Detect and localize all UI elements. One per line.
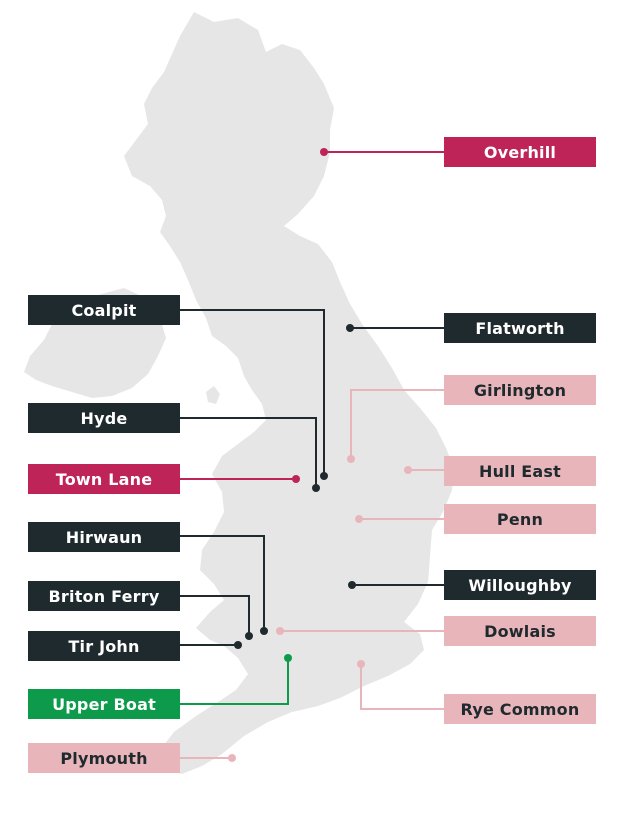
label-tir-john[interactable]: Tir John: [28, 631, 180, 661]
label-hull-east[interactable]: Hull East: [444, 456, 596, 486]
label-penn[interactable]: Penn: [444, 504, 596, 534]
leader-girlington: [350, 389, 444, 459]
marker-girlington[interactable]: [347, 455, 355, 463]
marker-penn[interactable]: [355, 515, 363, 523]
marker-rye-common[interactable]: [357, 660, 365, 668]
label-girlington[interactable]: Girlington: [444, 375, 596, 405]
label-rye-common[interactable]: Rye Common: [444, 694, 596, 724]
leader-upper-boat: [180, 658, 289, 705]
marker-willoughby[interactable]: [348, 581, 356, 589]
great-britain-landmass: [124, 12, 454, 774]
leader-rye-common: [360, 664, 444, 710]
marker-overhill[interactable]: [320, 148, 328, 156]
marker-coalpit[interactable]: [320, 472, 328, 480]
marker-upper-boat[interactable]: [284, 654, 292, 662]
leader-hyde: [180, 417, 317, 488]
label-town-lane[interactable]: Town Lane: [28, 464, 180, 494]
isle-of-man: [206, 386, 220, 404]
label-briton-ferry[interactable]: Briton Ferry: [28, 581, 180, 611]
label-upper-boat[interactable]: Upper Boat: [28, 689, 180, 719]
leader-lines: [180, 151, 444, 759]
marker-hirwaun[interactable]: [260, 627, 268, 635]
label-dowlais[interactable]: Dowlais: [444, 616, 596, 646]
label-willoughby[interactable]: Willoughby: [444, 570, 596, 600]
marker-flatworth[interactable]: [346, 324, 354, 332]
marker-hull-east[interactable]: [404, 466, 412, 474]
label-coalpit[interactable]: Coalpit: [28, 295, 180, 325]
marker-dowlais[interactable]: [276, 627, 284, 635]
label-overhill[interactable]: Overhill: [444, 137, 596, 167]
marker-tir-john[interactable]: [234, 641, 242, 649]
marker-briton-ferry[interactable]: [245, 632, 253, 640]
label-flatworth[interactable]: Flatworth: [444, 313, 596, 343]
label-hirwaun[interactable]: Hirwaun: [28, 522, 180, 552]
leader-coalpit: [180, 309, 325, 476]
label-plymouth[interactable]: Plymouth: [28, 743, 180, 773]
leader-hirwaun: [180, 535, 265, 631]
label-hyde[interactable]: Hyde: [28, 403, 180, 433]
site-markers: [228, 148, 412, 762]
marker-town-lane[interactable]: [292, 475, 300, 483]
leader-briton-ferry: [180, 595, 250, 636]
marker-plymouth[interactable]: [228, 754, 236, 762]
marker-hyde[interactable]: [312, 484, 320, 492]
